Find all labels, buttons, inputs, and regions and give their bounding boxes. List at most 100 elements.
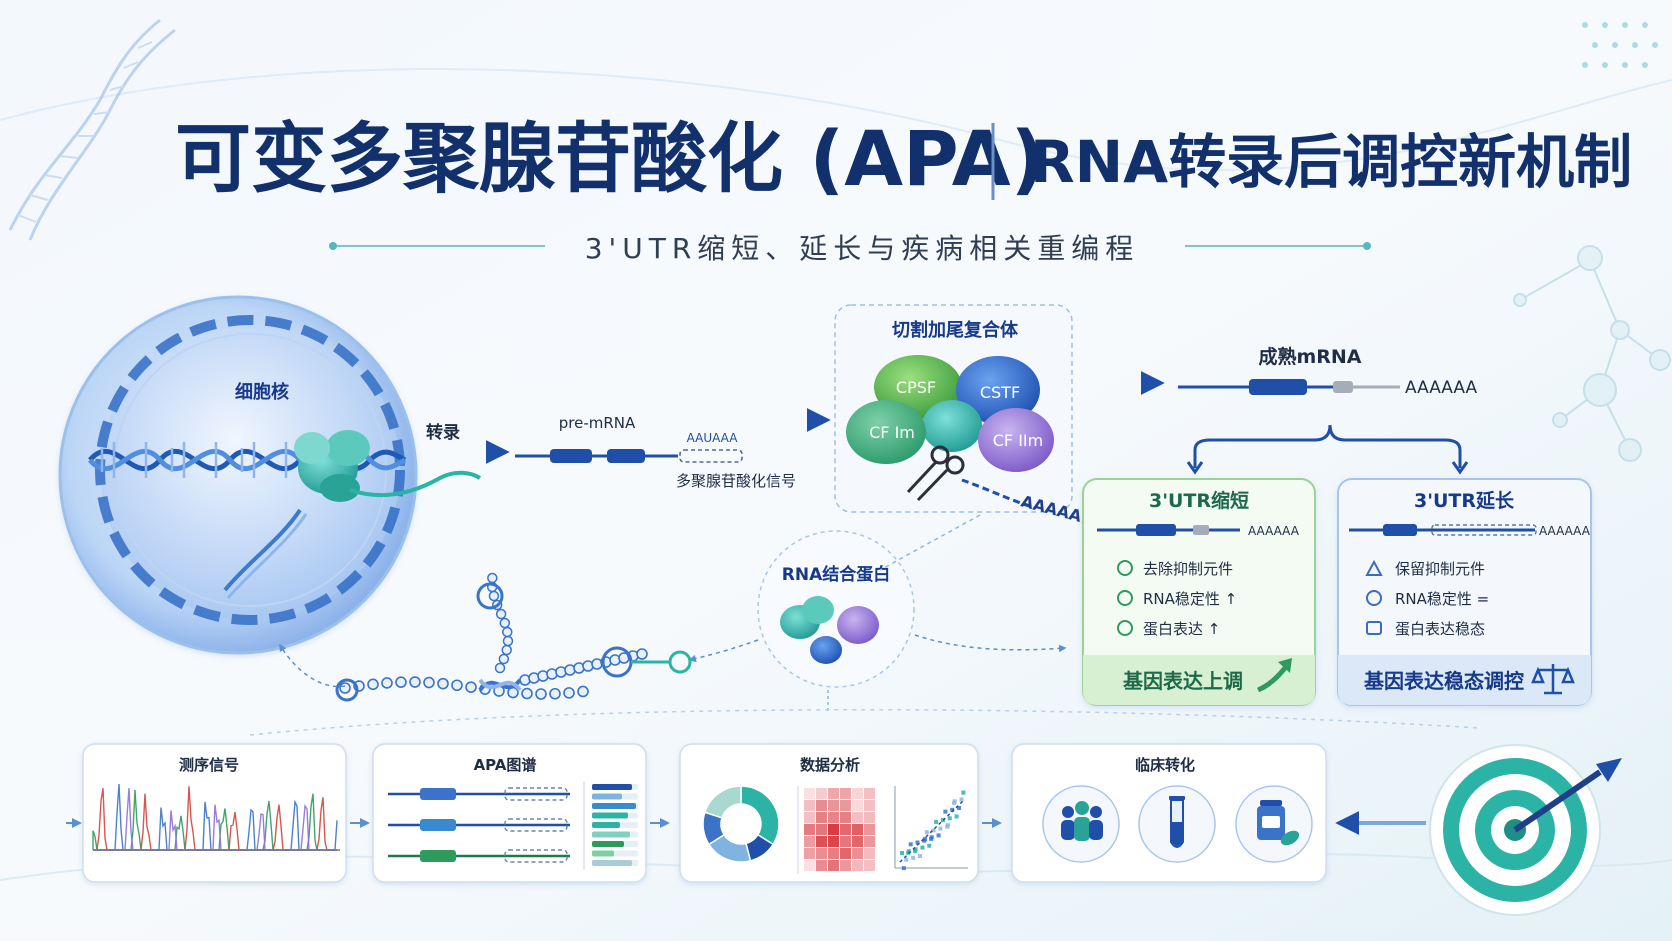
scatter-point xyxy=(920,845,925,850)
heatmap-cell xyxy=(852,824,863,835)
shortening-items: 去除抑制元件 RNA稳定性 ↑ 蛋白表达 ↑ xyxy=(1117,560,1237,638)
patients-icon xyxy=(1042,785,1120,863)
scatter-point xyxy=(943,809,948,814)
rna-bead xyxy=(521,687,533,700)
rna-bead xyxy=(423,676,435,689)
heatmap-cell xyxy=(864,800,875,811)
apa-bar xyxy=(592,812,628,819)
nucleus-label: 细胞核 xyxy=(235,381,289,403)
heatmap-cell xyxy=(816,848,827,859)
medicine-icon xyxy=(1235,785,1313,863)
subtitle-rule-dot xyxy=(1363,242,1371,250)
heatmap-cell xyxy=(816,788,827,799)
lengthening-item-2: RNA稳定性 = xyxy=(1395,590,1489,608)
branch-arrow-right xyxy=(1451,461,1469,475)
heatmap-cell xyxy=(852,788,863,799)
rna-bead xyxy=(535,688,547,700)
lengthening-footer: 基因表达稳态调控 xyxy=(1364,669,1524,693)
rna-bead xyxy=(502,635,514,647)
shortening-tail: AAAAAA xyxy=(1248,524,1300,538)
heatmap-cell xyxy=(864,812,875,823)
lengthening-items: 保留抑制元件 RNA稳定性 = 蛋白表达稳态 xyxy=(1365,559,1489,638)
transcription-label: 转录 xyxy=(426,422,460,443)
scatter-point xyxy=(936,833,941,838)
mature-mrna-label: 成熟mRNA xyxy=(1258,345,1361,368)
dna-helix-decoration xyxy=(8,18,176,241)
heatmap-cell xyxy=(828,848,839,859)
heatmap-cell xyxy=(804,800,815,811)
background-wave xyxy=(0,68,1672,172)
heatmap-cell xyxy=(828,788,839,799)
balance-scale-icon xyxy=(1531,664,1575,695)
scatter-point xyxy=(911,855,916,860)
cleavage-proteins xyxy=(846,355,1054,472)
scissors-icon xyxy=(906,445,965,502)
branch-bracket xyxy=(1193,424,1462,468)
scatter-point xyxy=(961,790,966,795)
rna-bead xyxy=(339,682,351,694)
heatmap-cell xyxy=(816,836,827,847)
scatter-point xyxy=(906,850,911,855)
scatter-point xyxy=(934,819,939,824)
heatmap-cell xyxy=(804,812,815,823)
scatter-point xyxy=(952,800,957,805)
rna-bead xyxy=(494,662,506,674)
heatmap-cell xyxy=(840,848,851,859)
heatmap-cell xyxy=(816,824,827,835)
scatter-point xyxy=(954,814,959,819)
apa-map-bars xyxy=(592,784,638,866)
scatter-point xyxy=(917,854,922,859)
protein-label-cstf: CSTF xyxy=(980,383,1020,402)
donut-segment xyxy=(703,785,742,819)
apa-map-tracks xyxy=(388,782,585,870)
rna-bead xyxy=(487,572,498,584)
scatter-point xyxy=(908,842,913,847)
dot-grid-decoration xyxy=(1582,22,1658,68)
main-title: 可变多聚腺苷酸化 (APA) xyxy=(175,114,1045,203)
scatter-point xyxy=(913,848,918,853)
heatmap-cell xyxy=(816,812,827,823)
rna-return-arrow xyxy=(279,643,346,688)
rna-bead xyxy=(465,681,477,693)
heatmap-cell xyxy=(828,812,839,823)
heatmap-cell xyxy=(840,788,851,799)
analysis-title: 数据分析 xyxy=(800,756,860,774)
cleavage-complex-title: 切割加尾复合体 xyxy=(892,319,1019,341)
heatmap-cell xyxy=(828,800,839,811)
mature-mrna-strand xyxy=(1178,379,1400,395)
rna-bead xyxy=(495,608,507,620)
lengthening-item-3: 蛋白表达稳态 xyxy=(1395,620,1485,638)
rna-bead xyxy=(437,677,449,690)
heatmap-cell xyxy=(804,824,815,835)
rna-bead xyxy=(577,685,589,698)
polya-signal-sequence: AAUAAA xyxy=(687,431,739,445)
apa-bar xyxy=(592,831,630,838)
heatmap-cell xyxy=(816,860,827,871)
heatmap-cell xyxy=(852,860,863,871)
scatter-point xyxy=(924,830,929,835)
heatmap-cell xyxy=(840,860,851,871)
rna-bead xyxy=(488,590,500,602)
rna-bead xyxy=(451,679,463,692)
protein-label-cfiim: CF IIm xyxy=(993,431,1043,450)
rna-bead xyxy=(498,653,510,665)
protein-label-cpsf: CPSF xyxy=(896,378,936,397)
branch-arrow-left xyxy=(1186,461,1204,475)
heatmap-cell xyxy=(804,848,815,859)
scatter-point xyxy=(900,851,904,855)
scatter-point xyxy=(945,824,950,829)
rbp-circle xyxy=(757,530,915,688)
mature-mrna-tail: AAAAAA xyxy=(1405,378,1478,398)
apa-bar xyxy=(592,850,614,857)
rbp-label: RNA结合蛋白 xyxy=(782,564,890,585)
upregulation-arrow-head xyxy=(1278,658,1292,673)
apa-bar xyxy=(592,822,620,828)
scatter-point xyxy=(922,838,927,843)
shortening-item-3: 蛋白表达 ↑ xyxy=(1143,620,1220,638)
protein-cfiim xyxy=(978,408,1054,472)
heatmap-cell xyxy=(852,812,863,823)
apa-bar xyxy=(592,860,632,866)
connector-line xyxy=(879,514,981,571)
heatmap-cell xyxy=(804,860,815,871)
title-right: RNA转录后调控新机制 xyxy=(1030,128,1632,196)
